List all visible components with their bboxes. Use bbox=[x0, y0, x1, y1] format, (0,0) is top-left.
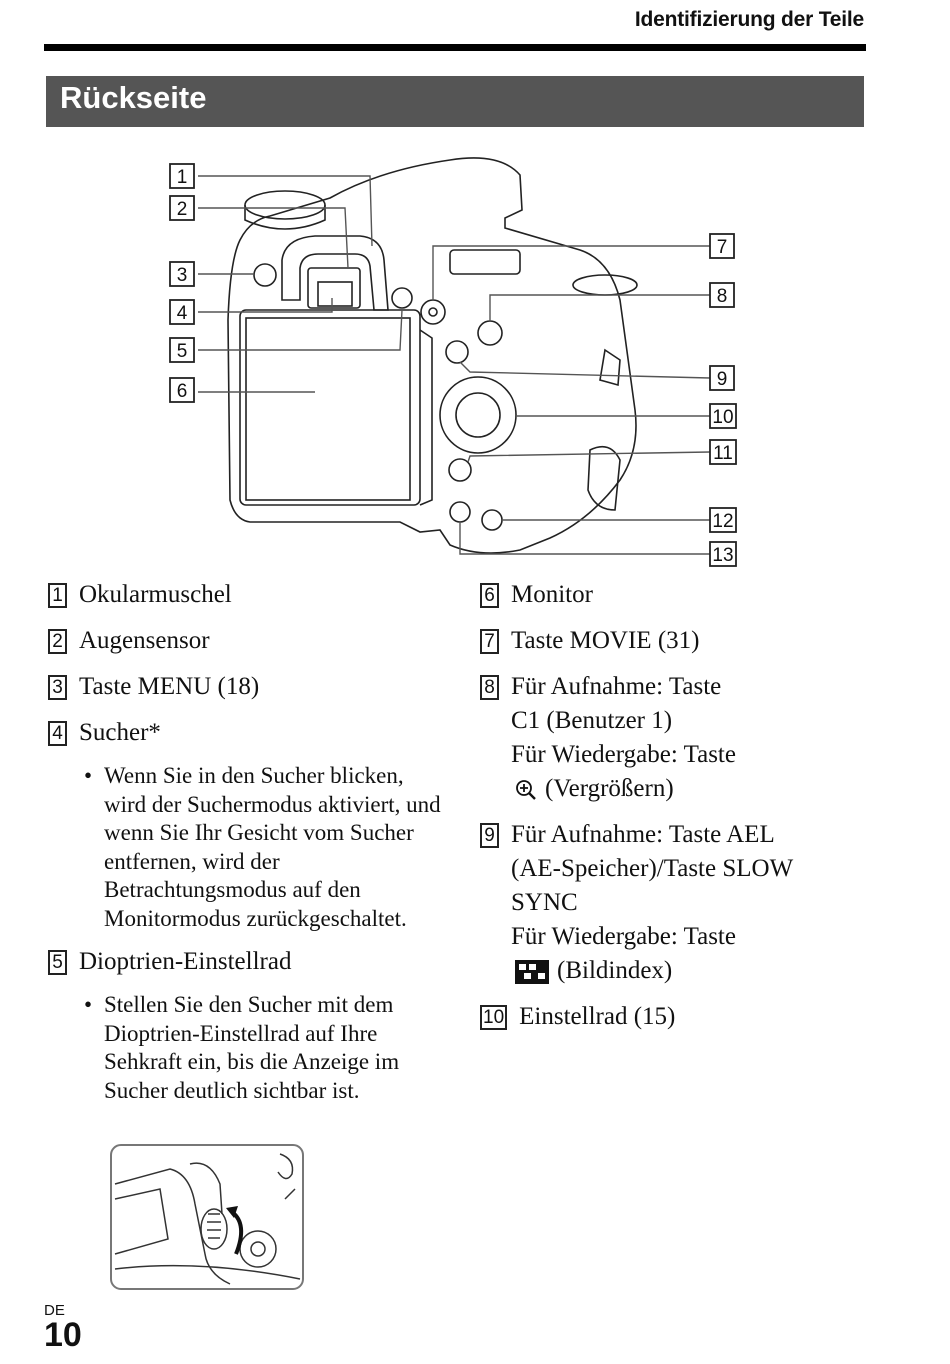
item-number: 6 bbox=[480, 583, 499, 608]
item-line: Für Wiedergabe: Taste bbox=[511, 741, 736, 768]
item-label: Einstellrad (15) bbox=[519, 1003, 676, 1030]
callout-13: 13 bbox=[712, 545, 733, 566]
parts-list-left: 1 Okularmuschel 2 Augensensor 3 Taste ME… bbox=[48, 578, 448, 1117]
item-label: Sucher* bbox=[79, 719, 161, 746]
item-number: 3 bbox=[48, 675, 67, 700]
callout-7: 7 bbox=[717, 237, 728, 258]
page-language: DE bbox=[44, 1302, 65, 1319]
item-note: • Wenn Sie in den Sucher blicken, wird d… bbox=[84, 762, 448, 933]
item-label: Monitor bbox=[511, 581, 593, 608]
item-number: 5 bbox=[48, 950, 67, 975]
item-number: 8 bbox=[480, 675, 499, 700]
monitor-outline bbox=[239, 309, 421, 506]
item-line: SYNC bbox=[511, 889, 578, 916]
list-item: 5 Dioptrien-Einstellrad bbox=[48, 945, 448, 979]
item-line: Für Aufnahme: Taste AEL bbox=[511, 821, 775, 848]
item-number: 1 bbox=[48, 583, 67, 608]
item-line: (AE-Speicher)/Taste SLOW bbox=[511, 855, 794, 882]
bullet-icon: • bbox=[84, 763, 93, 788]
diopter-detail-illustration bbox=[110, 1144, 304, 1290]
list-item: 6 Monitor bbox=[480, 578, 860, 612]
bullet-icon: • bbox=[84, 992, 93, 1017]
note-text: Wenn Sie in den Sucher blicken, wird der… bbox=[104, 763, 441, 931]
list-item: 8 Für Aufnahme: Taste C1 (Benutzer 1) Fü… bbox=[480, 670, 860, 806]
page-number: 10 bbox=[44, 1316, 82, 1354]
item-number: 2 bbox=[48, 629, 67, 654]
parts-list-right: 6 Monitor 7 Taste MOVIE (31) 8 Für Aufna… bbox=[480, 578, 860, 1046]
list-item: 10 Einstellrad (15) bbox=[480, 1000, 860, 1034]
item-number: 7 bbox=[480, 629, 499, 654]
item-label: Okularmuschel bbox=[79, 581, 232, 608]
item-line: (Bildindex) bbox=[557, 957, 673, 984]
item-note: • Stellen Sie den Sucher mit dem Dioptri… bbox=[84, 991, 448, 1105]
callout-12: 12 bbox=[712, 511, 733, 532]
callout-1: 1 bbox=[177, 167, 188, 188]
item-label: Dioptrien-Einstellrad bbox=[79, 948, 292, 975]
list-item: 4 Sucher* bbox=[48, 716, 448, 750]
header-rule bbox=[44, 44, 866, 51]
section-bar bbox=[46, 76, 864, 127]
camera-rear-diagram: 1 2 3 4 5 6 7 8 9 10 11 12 13 bbox=[169, 157, 737, 567]
callout-4: 4 bbox=[177, 303, 188, 324]
mode-dial bbox=[244, 190, 326, 220]
item-line: Für Wiedergabe: Taste bbox=[511, 923, 736, 950]
callout-5: 5 bbox=[177, 341, 188, 362]
callout-2: 2 bbox=[177, 199, 188, 220]
item-label: Für Aufnahme: Taste AEL (AE-Speicher)/Ta… bbox=[511, 818, 860, 988]
note-text: Stellen Sie den Sucher mit dem Dioptrien… bbox=[104, 992, 400, 1103]
list-item: 9 Für Aufnahme: Taste AEL (AE-Speicher)/… bbox=[480, 818, 860, 988]
item-number: 9 bbox=[480, 823, 499, 848]
item-line: C1 (Benutzer 1) bbox=[511, 707, 673, 734]
callout-6: 6 bbox=[177, 381, 188, 402]
running-header: Identifizierung der Teile bbox=[634, 8, 864, 31]
zoom-in-icon bbox=[516, 780, 536, 801]
list-item: 3 Taste MENU (18) bbox=[48, 670, 448, 704]
camera-body-outline bbox=[227, 157, 637, 554]
callout-9: 9 bbox=[717, 369, 728, 390]
item-label: Augensensor bbox=[79, 627, 210, 654]
list-item: 7 Taste MOVIE (31) bbox=[480, 624, 860, 658]
item-label: Taste MOVIE (31) bbox=[511, 627, 700, 654]
callout-8: 8 bbox=[717, 286, 728, 307]
item-number: 10 bbox=[480, 1005, 508, 1030]
item-line: Für Aufnahme: Taste bbox=[511, 673, 722, 700]
section-title: Rückseite bbox=[60, 80, 207, 115]
eyecup bbox=[281, 235, 389, 311]
list-item: 2 Augensensor bbox=[48, 624, 448, 658]
item-line: (Vergrößern) bbox=[545, 775, 674, 802]
callout-3: 3 bbox=[177, 265, 188, 286]
item-label: Für Aufnahme: Taste C1 (Benutzer 1) Für … bbox=[511, 670, 860, 806]
callout-10: 10 bbox=[712, 407, 733, 428]
item-label: Taste MENU (18) bbox=[79, 673, 260, 700]
image-index-icon bbox=[515, 960, 549, 985]
item-number: 4 bbox=[48, 721, 67, 746]
list-item: 1 Okularmuschel bbox=[48, 578, 448, 612]
callout-11: 11 bbox=[713, 443, 733, 464]
